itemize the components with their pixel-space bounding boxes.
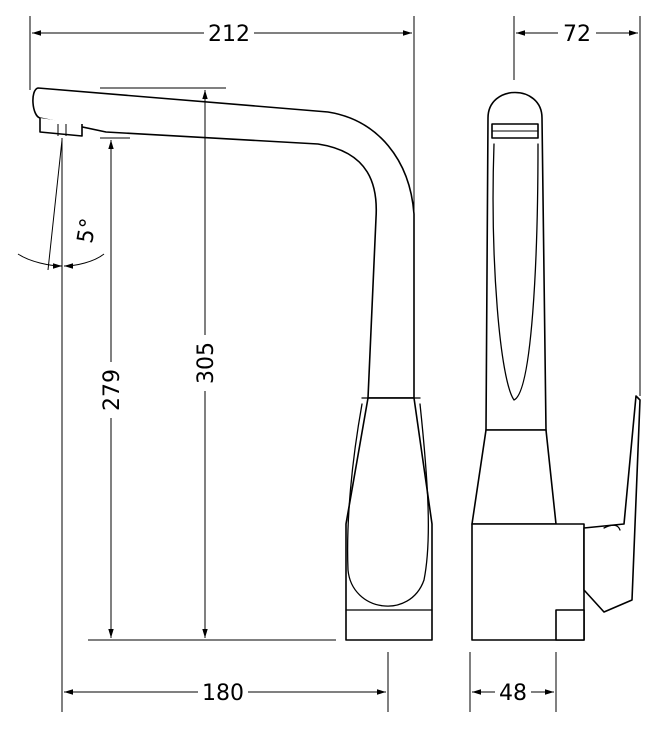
side-view xyxy=(471,91,641,641)
label-spout-height: 279 xyxy=(100,369,125,411)
label-side-depth: 72 xyxy=(563,22,591,47)
spout-body xyxy=(32,87,415,399)
label-total-reach: 212 xyxy=(208,22,250,47)
lever-detail xyxy=(603,524,621,531)
dimension-total-reach: 212 xyxy=(32,20,412,47)
dimension-spout-angle: 5° xyxy=(17,216,105,269)
label-total-height: 305 xyxy=(194,342,219,384)
lower-body-curve xyxy=(346,403,429,607)
side-neck-highlight xyxy=(492,143,539,401)
dimension-side-depth: 72 xyxy=(516,20,638,47)
extension-lines xyxy=(29,16,641,712)
dimension-base-reach: 180 xyxy=(64,679,386,706)
label-spout-angle: 5° xyxy=(73,216,102,245)
aerator xyxy=(39,118,83,137)
side-base-notch xyxy=(555,609,585,641)
lever-handle xyxy=(583,395,641,613)
label-base-reach: 180 xyxy=(202,681,244,706)
lower-body xyxy=(345,397,433,641)
dimension-total-height: 305 xyxy=(192,90,219,638)
dimension-base-depth: 48 xyxy=(472,679,554,706)
dimension-spout-height: 279 xyxy=(98,140,125,638)
label-base-depth: 48 xyxy=(499,681,527,706)
side-body xyxy=(471,429,557,525)
front-view xyxy=(32,87,433,641)
